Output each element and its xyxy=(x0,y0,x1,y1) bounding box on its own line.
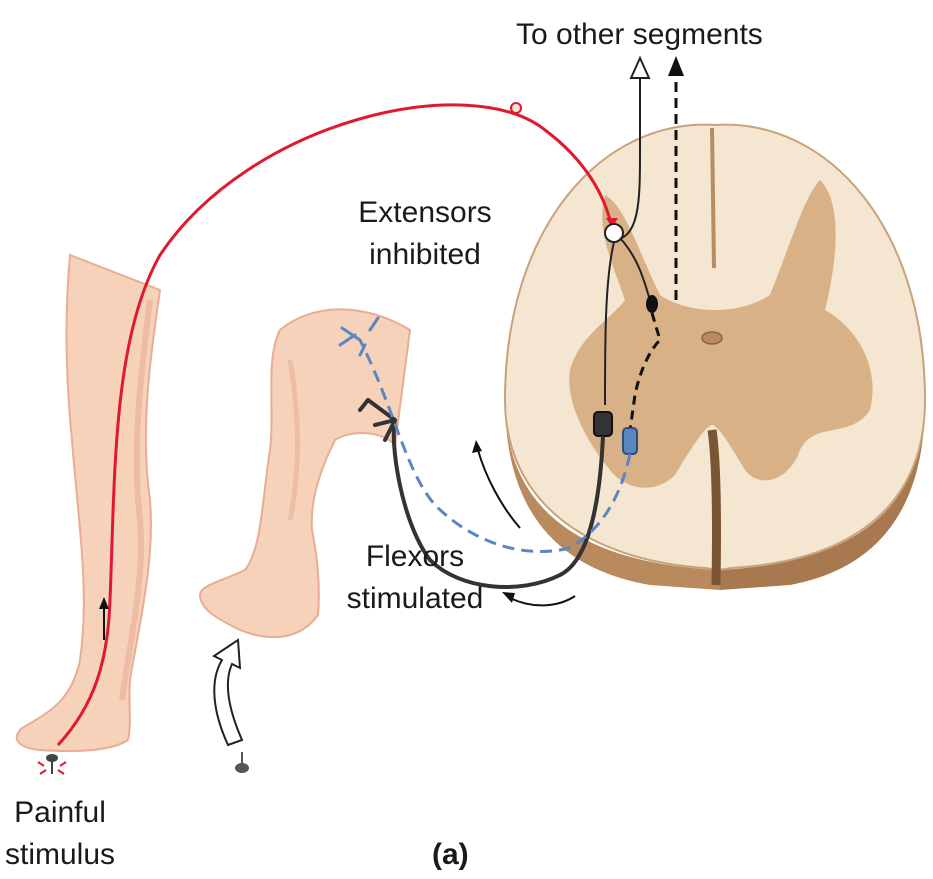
tacks xyxy=(38,752,249,774)
panel-label: (a) xyxy=(432,838,469,872)
central-canal xyxy=(702,332,722,344)
sensory-neuron-cell-body xyxy=(511,103,521,113)
label-extensors-inhibited-line2: inhibited xyxy=(345,238,505,272)
extensor-direction-arrowhead xyxy=(472,440,482,453)
label-to-other-segments: To other segments xyxy=(516,18,763,52)
label-extensors-inhibited-line1: Extensors xyxy=(345,196,505,230)
anterior-median-fissure xyxy=(712,430,717,585)
flexor-direction-arrowhead xyxy=(502,592,515,603)
tack-on-ground xyxy=(235,752,249,773)
ascending-dashed-arrowhead xyxy=(668,56,684,76)
inhibitory-interneuron xyxy=(646,295,658,313)
label-painful-stimulus-line1: Painful xyxy=(0,796,120,830)
label-flexors-stimulated-line2: stimulated xyxy=(335,582,495,616)
standing-leg xyxy=(17,255,160,751)
flexor-motor-neuron-cell-body xyxy=(594,412,612,436)
posterior-median-sulcus xyxy=(712,128,714,268)
spinal-cord-cross-section xyxy=(505,125,925,590)
extensor-motor-neuron-cell-body xyxy=(623,428,637,454)
withdrawal-arrow xyxy=(214,640,242,745)
label-flexors-stimulated-line1: Flexors xyxy=(335,540,495,574)
label-painful-stimulus-line2: stimulus xyxy=(0,838,120,872)
tack-under-foot xyxy=(38,754,66,774)
ascending-open-arrowhead xyxy=(631,58,649,78)
flexor-direction-arrow xyxy=(510,596,575,605)
